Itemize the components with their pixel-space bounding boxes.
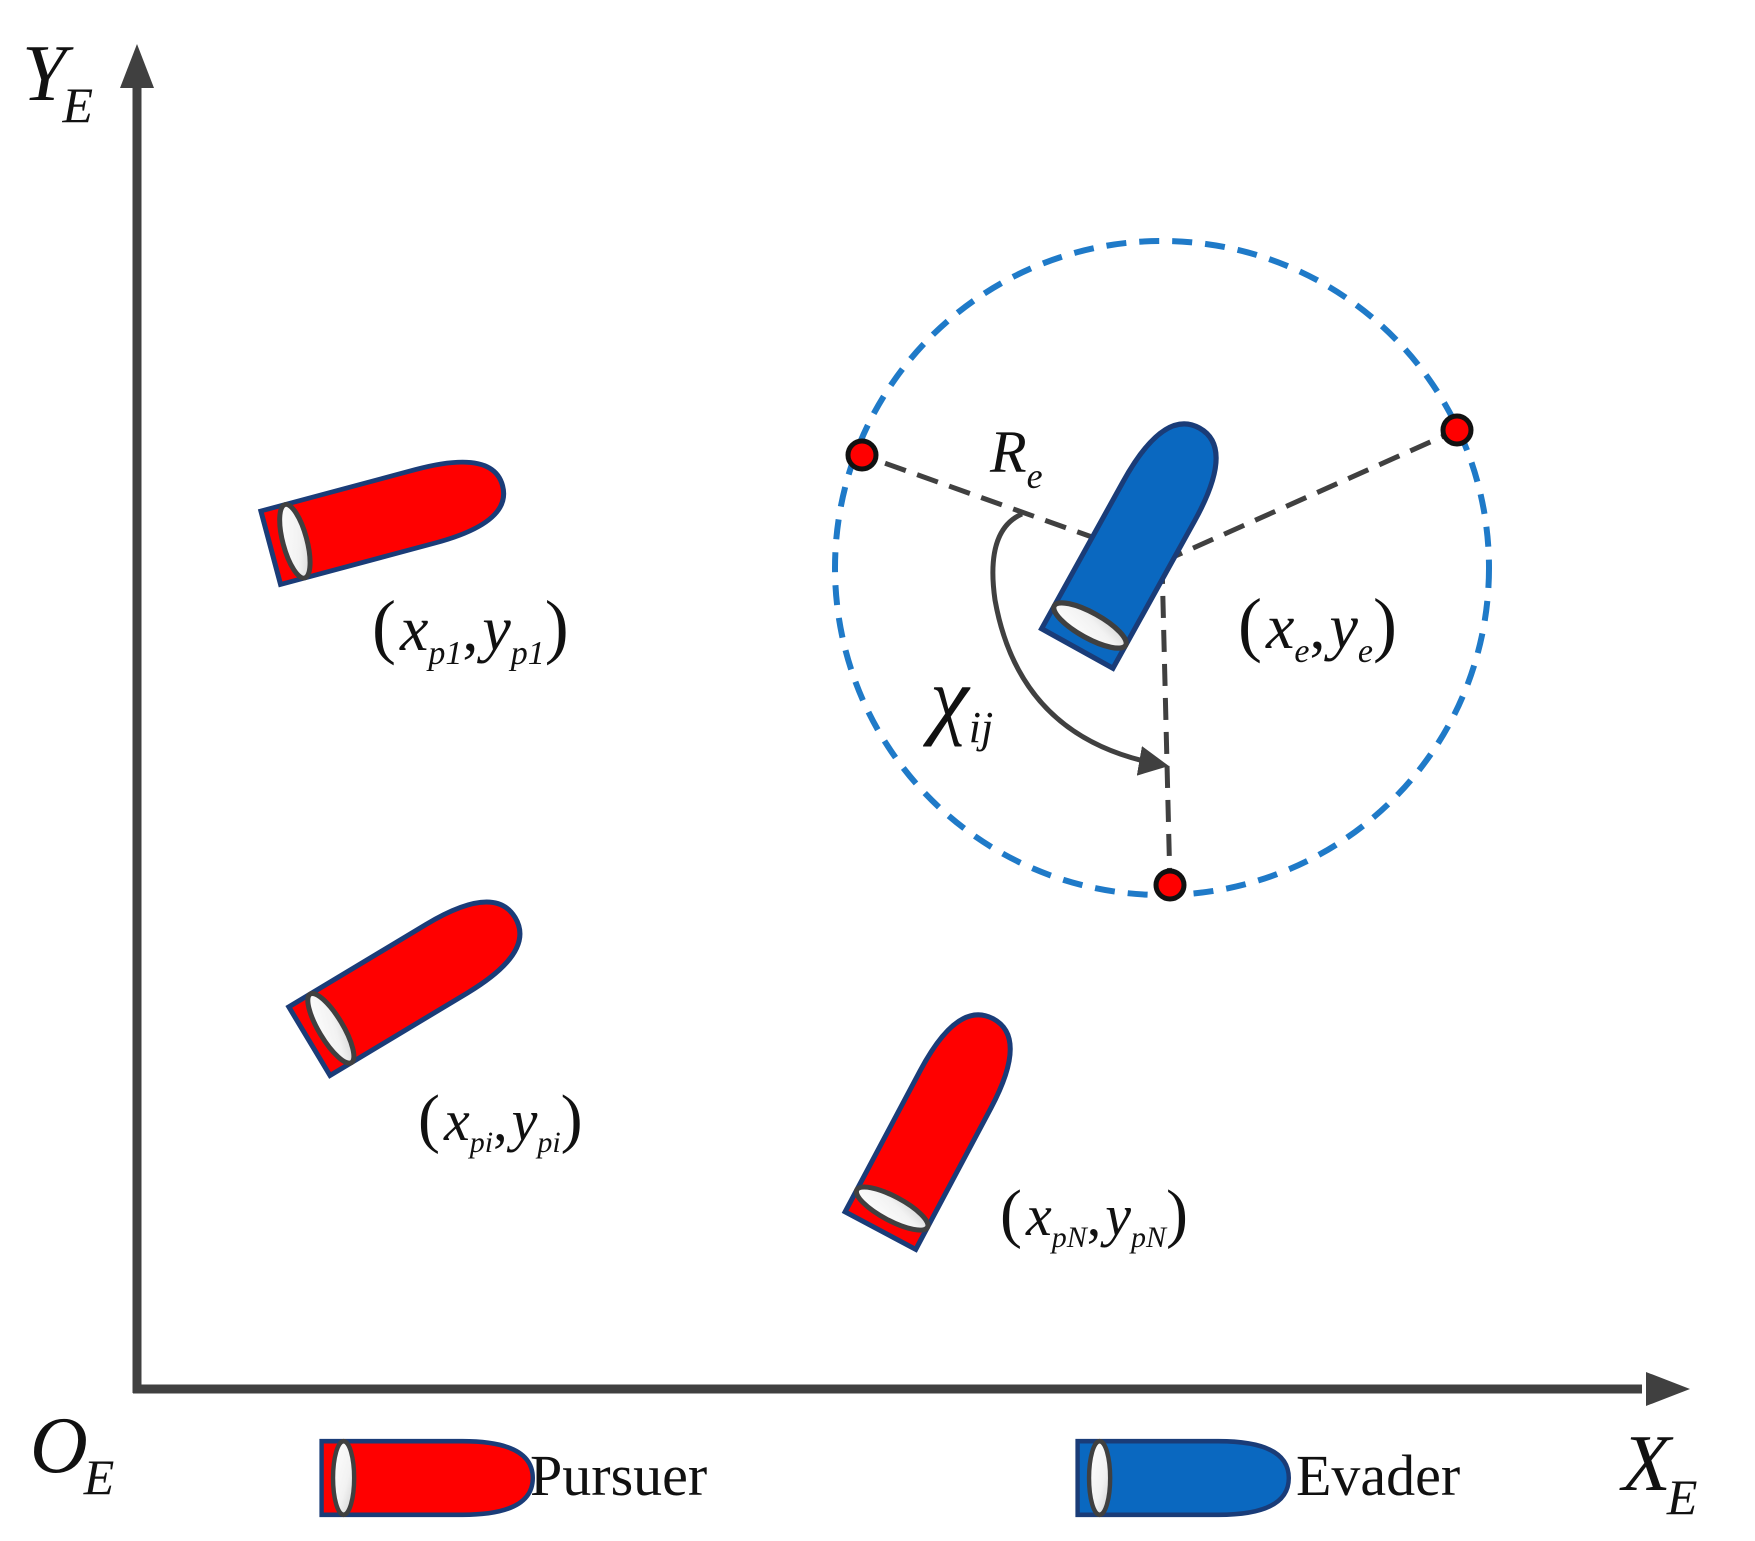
x-axis-arrowhead bbox=[1646, 1372, 1690, 1406]
radius-line-right bbox=[1160, 427, 1459, 565]
legend-evader-label: Evader bbox=[1296, 1443, 1460, 1508]
evader-boat bbox=[1042, 408, 1236, 668]
radius-line-down bbox=[1159, 561, 1173, 886]
legend-pursuer-label: Pursuer bbox=[530, 1443, 707, 1508]
pursuer-1-position-label: (xp1,yp1) bbox=[372, 586, 569, 672]
capture-point bbox=[1153, 868, 1187, 902]
evader-position-label: (xe,ye) bbox=[1238, 584, 1397, 670]
y-axis-label: YE bbox=[22, 30, 93, 133]
capture-point bbox=[1440, 413, 1474, 447]
capture-point bbox=[845, 438, 879, 472]
radius-label: Re bbox=[989, 419, 1043, 496]
axes bbox=[120, 44, 1690, 1406]
legend-pursuer-icon bbox=[322, 1441, 533, 1515]
legend-evader-icon bbox=[1078, 1441, 1289, 1515]
x-axis-label: XE bbox=[1619, 1420, 1697, 1525]
pursuer-n-position-label: (xpN,ypN) bbox=[1000, 1177, 1188, 1254]
legend: Pursuer Evader bbox=[322, 1441, 1460, 1515]
origin-label: OE bbox=[30, 1402, 114, 1505]
capture-points bbox=[845, 413, 1474, 902]
pursuer-boat-i bbox=[289, 883, 536, 1075]
angle-arc bbox=[990, 511, 1169, 776]
y-axis-arrowhead bbox=[120, 44, 154, 88]
pursuer-boat-1 bbox=[261, 449, 512, 585]
angle-label: χij bbox=[922, 651, 993, 752]
pursuer-i-position-label: (xpi,ypi) bbox=[418, 1082, 583, 1159]
